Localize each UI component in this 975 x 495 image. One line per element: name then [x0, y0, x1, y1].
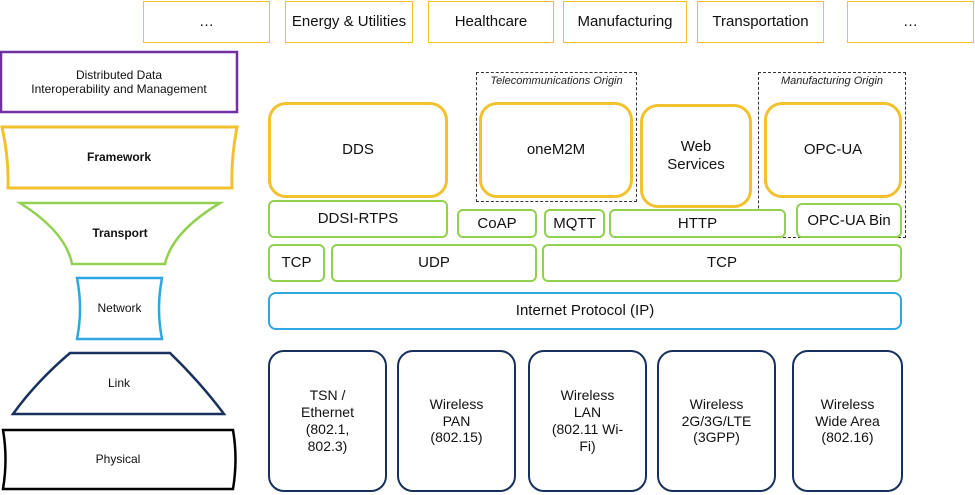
framework-onem2m: oneM2M	[479, 102, 633, 198]
transport-ddsi-rtps: DDSI-RTPS	[268, 200, 448, 238]
telecom-origin-box: Telecommunications Origin	[476, 72, 637, 202]
data-mgmt-label: Distributed Data Interoperability and Ma…	[31, 67, 207, 96]
link-wireless-cellular: Wireless 2G/3G/LTE (3GPP)	[657, 350, 776, 492]
transport-coap: CoAP	[457, 209, 537, 238]
framework-opc-ua: OPC-UA	[764, 102, 902, 198]
link-tsn-ethernet: TSN / Ethernet (802.1, 802.3)	[268, 350, 387, 492]
transport-shape	[15, 201, 225, 266]
industry-energy-utilities: Energy & Utilities	[285, 1, 413, 43]
physical-shape	[1, 428, 237, 491]
link-label: Link	[107, 376, 130, 391]
network-label: Network	[97, 301, 142, 316]
transport-tcp-left: TCP	[268, 244, 325, 282]
transport-http: HTTP	[609, 209, 786, 238]
framework-web-services: Web Services	[640, 104, 752, 208]
transport-label: Transport	[92, 226, 148, 241]
industry-manufacturing: Manufacturing	[563, 1, 687, 43]
network-ip: Internet Protocol (IP)	[268, 292, 902, 330]
network-shape	[75, 276, 164, 341]
physical-label: Physical	[95, 452, 141, 467]
transport-mqtt: MQTT	[544, 209, 605, 238]
framework-dds: DDS	[268, 102, 448, 198]
telecom-origin-label: Telecommunications Origin	[490, 75, 623, 87]
link-wireless-lan: Wireless LAN (802.11 Wi- Fi)	[528, 350, 647, 492]
manufacturing-origin-label: Manufacturing Origin	[780, 75, 884, 87]
transport-tcp-right: TCP	[542, 244, 902, 282]
industry-ellipsis-left: …	[143, 1, 270, 43]
industry-transportation: Transportation	[697, 1, 824, 43]
transport-opc-ua-bin: OPC-UA Bin	[796, 203, 902, 238]
link-shape	[10, 351, 227, 416]
industry-healthcare: Healthcare	[428, 1, 554, 43]
link-wireless-pan: Wireless PAN (802.15)	[397, 350, 516, 492]
industry-ellipsis-right: …	[847, 1, 974, 43]
link-wireless-wide-area: Wireless Wide Area (802.16)	[792, 350, 903, 492]
transport-udp: UDP	[331, 244, 537, 282]
framework-label: Framework	[86, 150, 152, 165]
framework-shape	[0, 125, 239, 190]
data-mgmt-shape	[0, 50, 239, 114]
